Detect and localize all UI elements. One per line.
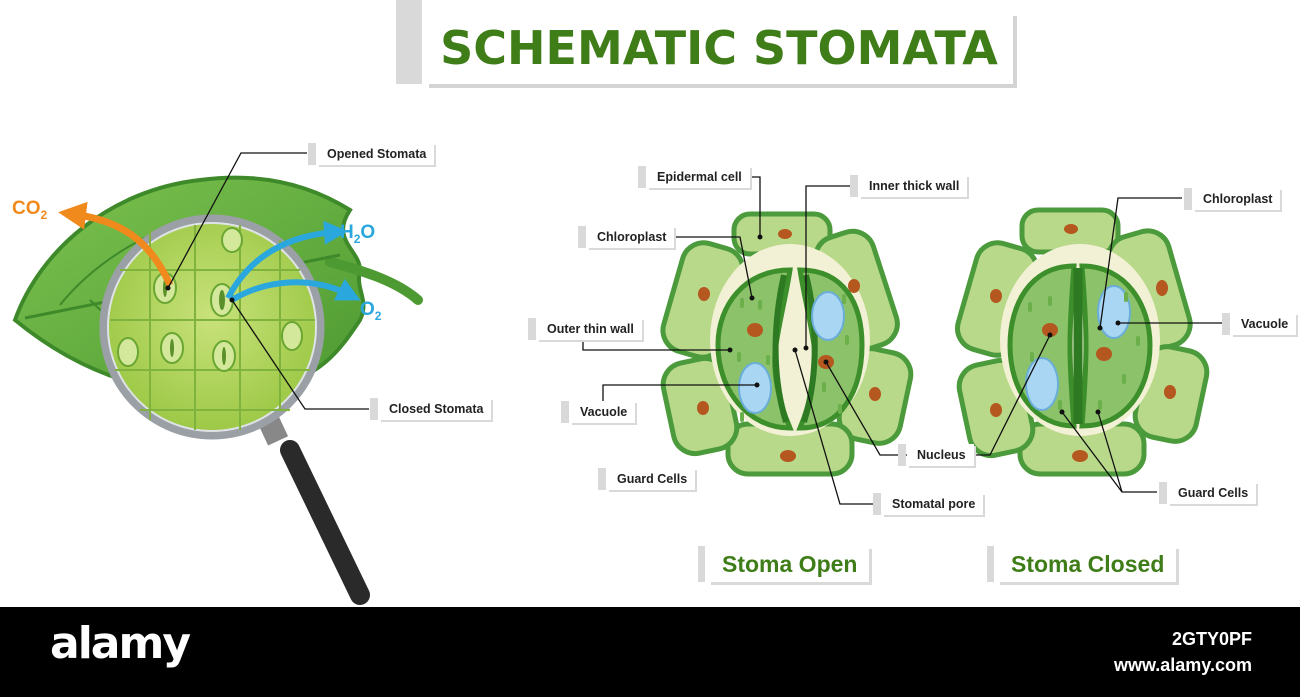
nucleus [1072, 450, 1088, 462]
h2o-label: H2O [340, 222, 375, 246]
lens-cell-grid [110, 225, 315, 430]
page-title: SCHEMATIC STOMATA [440, 21, 998, 75]
nucleus [747, 323, 763, 337]
guard-cells-label-open: Guard Cells [597, 468, 696, 490]
leaf-stem [325, 257, 423, 305]
inner-thick-wall [772, 274, 789, 423]
vacuole [1097, 285, 1131, 339]
vacuole-label-open: Vacuole [560, 401, 636, 423]
nucleus [1164, 385, 1176, 399]
image-id: 2GTY0PF www.alamy.com [1114, 626, 1252, 678]
o2-arrow [230, 278, 361, 303]
stomata-diagram: CO2 H2O O2 [12, 152, 1222, 605]
stoma-closed-caption: Stoma Closed [986, 546, 1177, 582]
chloroplast-label-closed: Chloroplast [1183, 188, 1281, 210]
nucleus [990, 403, 1002, 417]
nucleus [780, 450, 796, 462]
nucleus-label: Nucleus [898, 444, 974, 466]
inner-thick-wall-label: Inner thick wall [849, 175, 968, 197]
title-box [425, 12, 1013, 84]
nucleus [697, 401, 709, 415]
alamy-logo: alamy [50, 618, 191, 669]
nucleus [869, 387, 881, 401]
vacuole [1025, 357, 1059, 411]
nucleus [848, 279, 860, 293]
image-id-url: www.alamy.com [1113, 655, 1252, 675]
nucleus [1096, 347, 1112, 361]
nucleus [990, 289, 1002, 303]
stomatal-pore-label: Stomatal pore [872, 493, 984, 515]
h2o-arrow [225, 220, 348, 300]
vacuole [811, 291, 845, 341]
guard-cells-label-closed: Guard Cells [1158, 482, 1257, 504]
nucleus [1042, 323, 1058, 337]
title-tab-decoration [396, 0, 422, 84]
co2-label: CO2 [12, 198, 48, 222]
stoma-open-diagram [660, 211, 914, 477]
nucleus [778, 229, 792, 239]
watermark-footer [0, 607, 1300, 697]
closed-stomata-label: Closed Stomata [369, 398, 492, 420]
vacuole [738, 362, 772, 414]
vacuole-label-closed: Vacuole [1221, 313, 1297, 335]
lens-stomata [117, 227, 303, 372]
image-id-code: 2GTY0PF [1171, 629, 1252, 649]
stoma-open-caption: Stoma Open [697, 546, 870, 582]
nucleus [1064, 224, 1078, 234]
opened-stomata-label: Opened Stomata [307, 143, 435, 165]
co2-arrow [58, 201, 174, 287]
magnifier [99, 214, 370, 605]
outer-thin-wall-label: Outer thin wall [528, 318, 642, 340]
magnifier-lens [99, 214, 325, 440]
stoma-closed-diagram [955, 207, 1210, 477]
nucleus [1156, 280, 1168, 296]
nucleus [698, 287, 710, 301]
o2-label: O2 [360, 299, 382, 323]
chloroplast-label-open: Chloroplast [577, 226, 675, 248]
magnifier-handle [280, 440, 370, 605]
leaf-leader-lines [167, 152, 369, 410]
epidermal-cell-label: Epidermal cell [638, 166, 750, 188]
